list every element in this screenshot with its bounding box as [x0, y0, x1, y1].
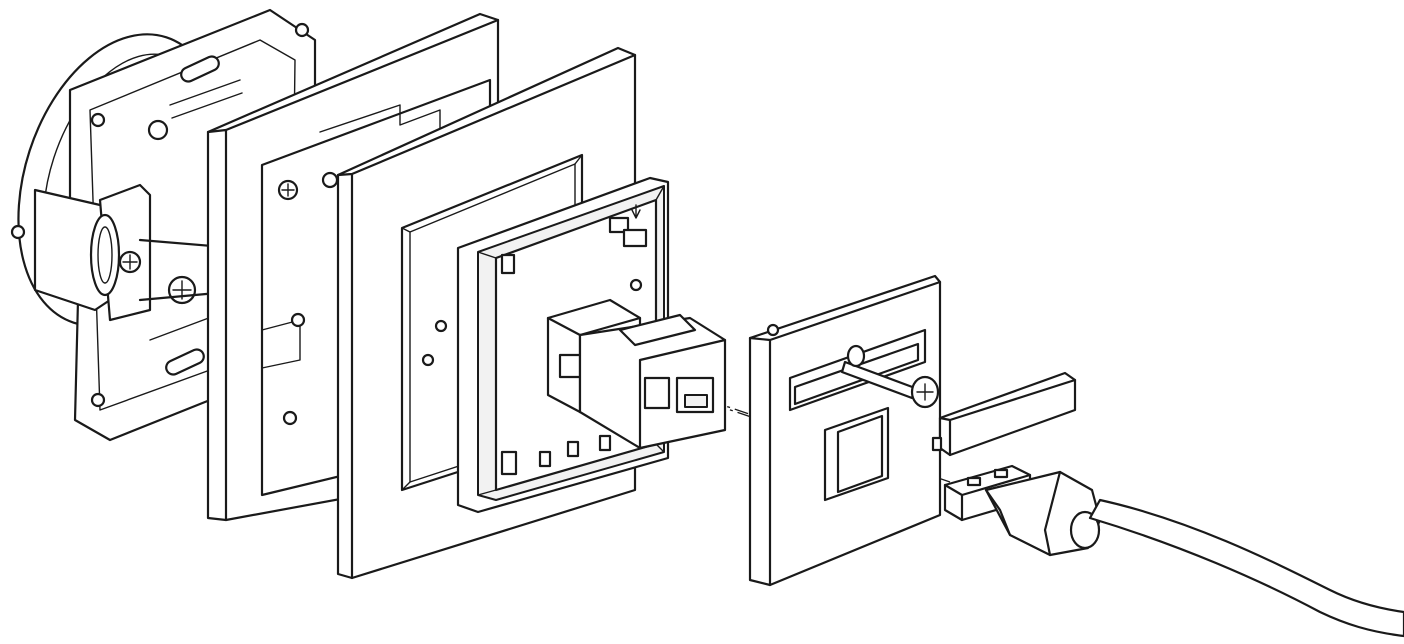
cover-plate: [748, 274, 942, 587]
usb-cable: [1088, 498, 1404, 638]
usb-connector: [943, 464, 1102, 557]
fixing-screw: [840, 344, 940, 409]
label-strip: [931, 371, 1077, 457]
usb-socket-insert: [546, 298, 727, 450]
